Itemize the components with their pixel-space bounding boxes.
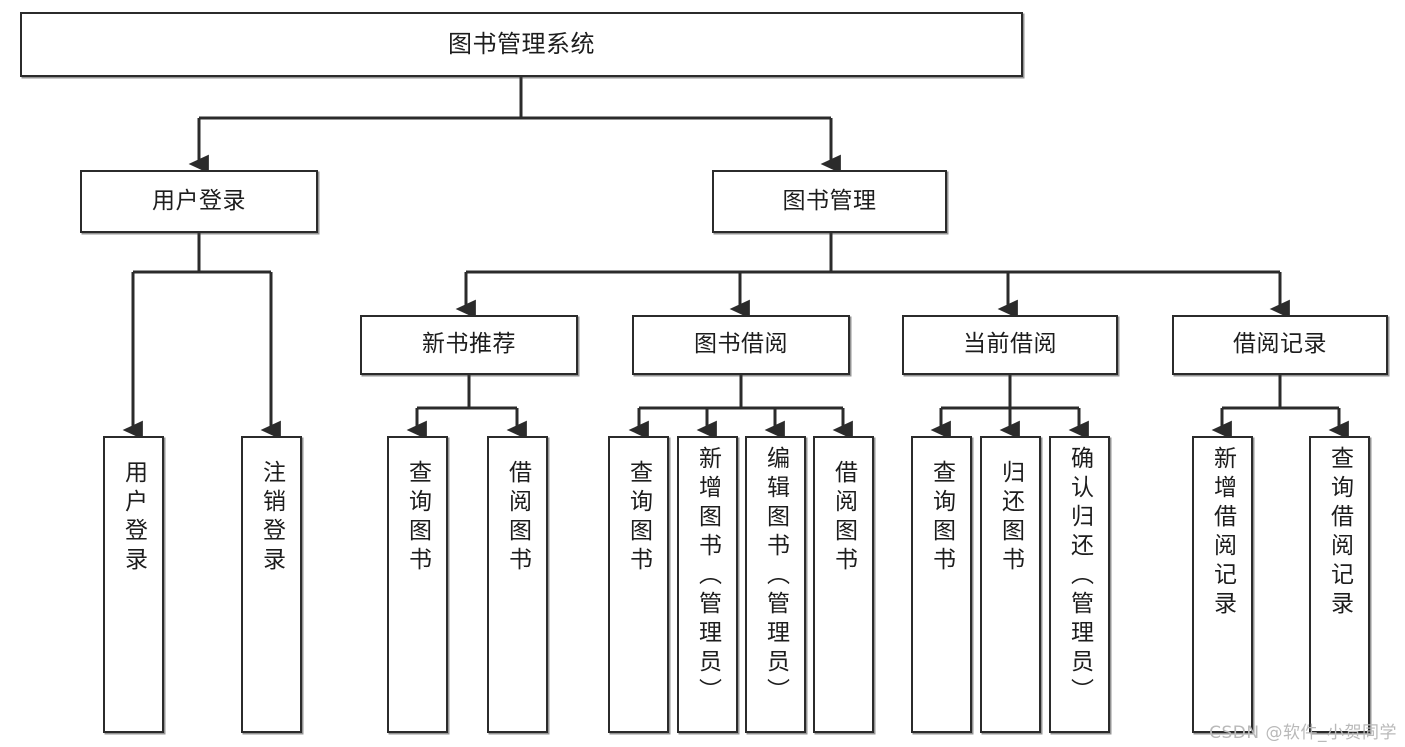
node-book-borrow-label: 图书借阅 bbox=[694, 331, 788, 358]
leaf-logout-label: 注销登录 bbox=[258, 460, 285, 576]
node-user-login-label: 用户登录 bbox=[152, 187, 246, 214]
leaf-query-book-3-label: 查询图书 bbox=[928, 460, 955, 576]
node-current-borrow-label: 当前借阅 bbox=[963, 331, 1057, 358]
leaf-query-book-1[interactable]: 查询图书 bbox=[387, 436, 448, 733]
leaf-add-book[interactable]: 新增图书（管理员） bbox=[677, 436, 738, 733]
node-user-login[interactable]: 用户登录 bbox=[80, 170, 318, 233]
leaf-user-login[interactable]: 用户登录 bbox=[103, 436, 164, 733]
node-current-borrow[interactable]: 当前借阅 bbox=[902, 315, 1118, 375]
leaf-borrow-book-2[interactable]: 借阅图书 bbox=[813, 436, 874, 733]
leaf-borrow-book-1-label: 借阅图书 bbox=[504, 460, 531, 576]
leaf-confirm-return-label: 确认归还（管理员） bbox=[1066, 446, 1093, 707]
leaf-query-record[interactable]: 查询借阅记录 bbox=[1309, 436, 1370, 733]
leaf-add-record-label: 新增借阅记录 bbox=[1209, 446, 1236, 620]
leaf-logout[interactable]: 注销登录 bbox=[241, 436, 302, 733]
node-book-manage-label: 图书管理 bbox=[782, 187, 877, 214]
leaf-borrow-book-1[interactable]: 借阅图书 bbox=[487, 436, 548, 733]
node-root-label: 图书管理系统 bbox=[448, 30, 595, 59]
leaf-add-record[interactable]: 新增借阅记录 bbox=[1192, 436, 1253, 733]
leaf-query-book-1-label: 查询图书 bbox=[404, 460, 431, 576]
leaf-edit-book[interactable]: 编辑图书（管理员） bbox=[745, 436, 806, 733]
leaf-query-record-label: 查询借阅记录 bbox=[1326, 446, 1353, 620]
node-root[interactable]: 图书管理系统 bbox=[20, 12, 1023, 77]
leaf-confirm-return[interactable]: 确认归还（管理员） bbox=[1049, 436, 1110, 733]
node-new-book-recommend[interactable]: 新书推荐 bbox=[360, 315, 578, 375]
node-book-borrow[interactable]: 图书借阅 bbox=[632, 315, 850, 375]
leaf-add-book-label: 新增图书（管理员） bbox=[694, 446, 721, 707]
node-book-manage[interactable]: 图书管理 bbox=[712, 170, 947, 233]
node-new-book-recommend-label: 新书推荐 bbox=[422, 331, 516, 358]
leaf-edit-book-label: 编辑图书（管理员） bbox=[762, 446, 789, 707]
node-borrow-record-label: 借阅记录 bbox=[1233, 331, 1327, 358]
leaf-query-book-3[interactable]: 查询图书 bbox=[911, 436, 972, 733]
leaf-user-login-label: 用户登录 bbox=[120, 460, 147, 576]
leaf-borrow-book-2-label: 借阅图书 bbox=[830, 460, 857, 576]
leaf-return-book-label: 归还图书 bbox=[997, 460, 1024, 576]
node-borrow-record[interactable]: 借阅记录 bbox=[1172, 315, 1388, 375]
leaf-return-book[interactable]: 归还图书 bbox=[980, 436, 1041, 733]
watermark-text: CSDN @软件_小贺同学 bbox=[1209, 723, 1397, 743]
leaf-query-book-2-label: 查询图书 bbox=[625, 460, 652, 576]
leaf-query-book-2[interactable]: 查询图书 bbox=[608, 436, 669, 733]
